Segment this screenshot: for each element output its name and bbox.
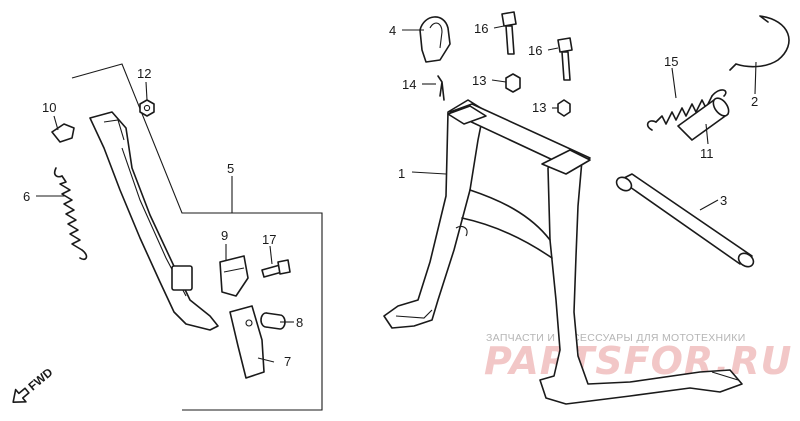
callout-2: 2 (751, 94, 758, 109)
callout-14: 14 (402, 77, 416, 92)
nut-12-hole (143, 104, 151, 112)
bolt-16-right (557, 37, 573, 81)
side-stand-bracket (171, 265, 193, 291)
nut-13-upper (505, 73, 521, 93)
fwd-label: FWD (26, 365, 56, 394)
callout-4: 4 (389, 23, 396, 38)
callout-15: 15 (664, 54, 678, 69)
watermark-tagline: ЗАПЧАСТИ И АКСЕССУАРЫ ДЛЯ МОТОТЕХНИКИ (486, 332, 746, 344)
callout-11: 11 (700, 146, 714, 161)
circlip-2 (729, 15, 790, 71)
stopper-10 (51, 123, 75, 143)
callout-9: 9 (221, 228, 228, 243)
bracket-plate-7 (229, 305, 265, 379)
bracket-plate-7-hole (245, 319, 253, 327)
callout-8: 8 (296, 315, 303, 330)
callout-12: 12 (137, 66, 151, 81)
fwd-arrow-icon (12, 387, 30, 403)
callout-16-right: 16 (528, 43, 542, 58)
bolt-16-left (501, 11, 517, 55)
callout-5: 5 (227, 161, 234, 176)
clamp-4-slot (429, 22, 443, 49)
spring-15 (646, 89, 727, 131)
callout-3: 3 (720, 193, 727, 208)
callout-16-left: 16 (474, 21, 488, 36)
nut-12 (139, 99, 155, 117)
pivot-block-9 (219, 255, 249, 297)
side-stand-rib (103, 119, 125, 141)
pivot-block-9-face (223, 267, 245, 273)
leader-lines (36, 25, 757, 363)
cotter-pin-14 (437, 75, 445, 101)
callout-7: 7 (284, 354, 291, 369)
callout-6: 6 (23, 189, 30, 204)
clamp-4 (419, 16, 451, 63)
collar-8 (265, 312, 286, 330)
fwd-indicator: FWD (12, 365, 56, 403)
callout-17: 17 (262, 232, 276, 247)
bolt-17 (261, 259, 291, 278)
callout-13-upper: 13 (472, 73, 486, 88)
main-stand-1 (383, 99, 743, 405)
callout-13-lower: 13 (532, 100, 546, 115)
callout-10: 10 (42, 100, 56, 115)
nut-13-lower (557, 99, 571, 117)
side-stand-group-outline (71, 63, 323, 411)
side-stand (89, 111, 219, 331)
sleeve-11 (677, 97, 730, 141)
shaft-3 (615, 173, 755, 268)
watermark-brand: PARTSFOR.RU (484, 339, 792, 383)
spring-6 (53, 167, 88, 261)
callout-1: 1 (398, 166, 405, 181)
